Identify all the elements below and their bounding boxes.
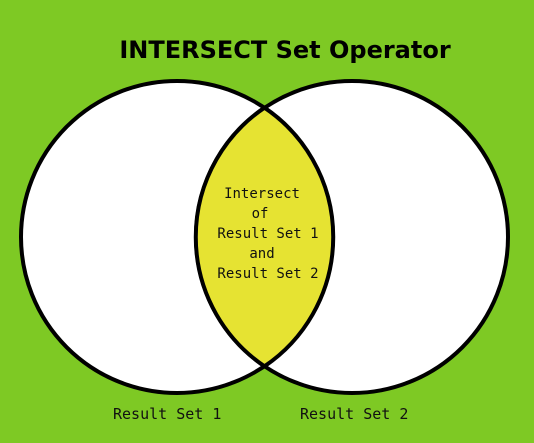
intersection-line-3: Result Set 1 xyxy=(217,226,319,242)
intersection-region xyxy=(193,105,336,369)
intersection-line-1: Intersect xyxy=(224,186,300,202)
set-label-2: Result Set 2 xyxy=(300,405,409,423)
intersection-line-5: Result Set 2 xyxy=(217,266,319,282)
intersection-line-2: of xyxy=(251,206,269,222)
diagram-title: INTERSECT Set Operator xyxy=(119,36,451,64)
set-label-1: Result Set 1 xyxy=(113,405,222,423)
intersection-label: Intersect of Result Set 1 and Result Set… xyxy=(200,184,336,284)
intersection-line-4: and xyxy=(249,246,275,262)
